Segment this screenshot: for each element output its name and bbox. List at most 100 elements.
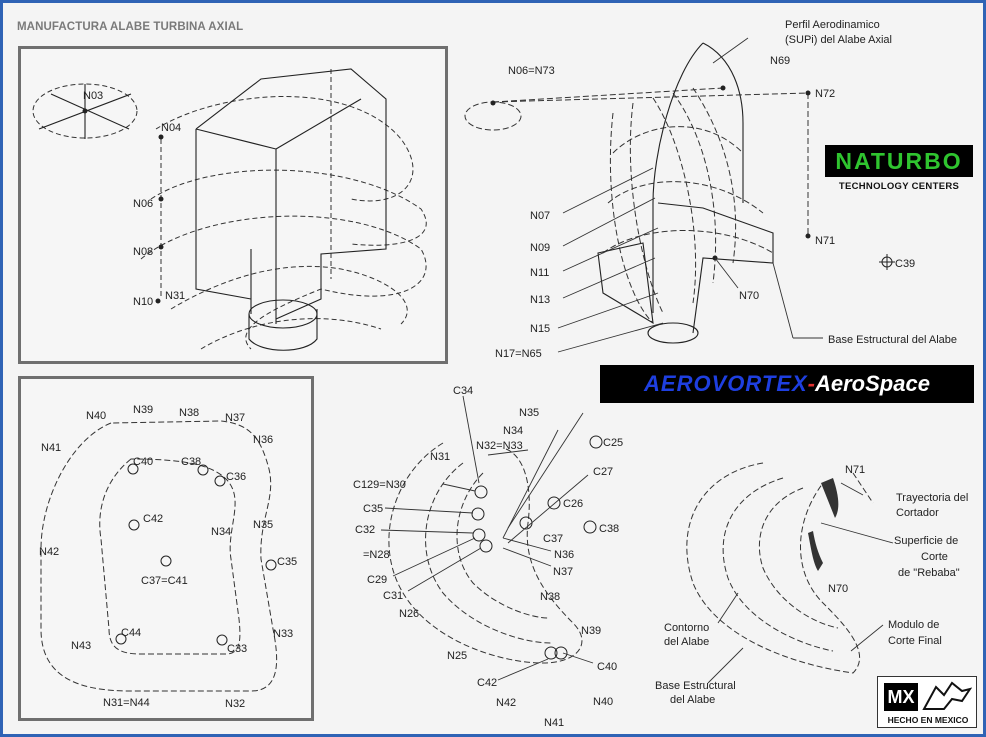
callout-perfil-line1: Perfil Aerodinamico: [785, 19, 880, 31]
cut-burr-top: [821, 478, 839, 518]
label-n39: N39: [133, 404, 153, 416]
toolpath-dashed: [388, 442, 583, 664]
aerovortex-aerospace-text: AeroSpace: [815, 371, 930, 396]
label-c33: C33: [227, 643, 247, 655]
label-n06-n73: N06=N73: [508, 65, 555, 77]
label-n42-tp: N42: [496, 697, 516, 709]
label-n71-cut: N71: [845, 464, 865, 476]
label-n72: N72: [815, 88, 835, 100]
label-c36: C36: [226, 471, 246, 483]
label-n26: N26: [399, 608, 419, 620]
cut-burr-bottom: [808, 531, 823, 571]
label-n32: N32: [225, 698, 245, 710]
label-n35: N35: [253, 519, 273, 531]
label-n08: N08: [133, 246, 153, 258]
iso2-solid: [597, 42, 774, 344]
label-n07: N07: [530, 210, 550, 222]
iso2-leaders: [557, 37, 823, 353]
label-c44: C44: [121, 627, 141, 639]
label-n37: N37: [225, 412, 245, 424]
label-c27: C27: [593, 466, 613, 478]
label-n09: N09: [530, 242, 550, 254]
label-n10: N10: [133, 296, 153, 308]
aerovortex-main-text: AEROVORTEX: [644, 371, 808, 396]
callout-base-2: del Alabe: [670, 694, 715, 706]
label-c37-c41: C37=C41: [141, 575, 188, 587]
label-n17-n65: N17=N65: [495, 348, 542, 360]
callout-superficie-3: de "Rebaba": [898, 567, 960, 579]
eagle-icon: [922, 681, 972, 710]
label-c42-tp: C42: [477, 677, 497, 689]
callout-trayectoria-1: Trayectoria del: [896, 492, 968, 504]
label-c37-tp: C37: [543, 533, 563, 545]
label-n25: N25: [447, 650, 467, 662]
label-c25: C25: [603, 437, 623, 449]
label-n38-tp: N38: [540, 591, 560, 603]
label-n03: N03: [83, 90, 103, 102]
label-n39-tp: N39: [581, 625, 601, 637]
callout-modulo-2: Corte Final: [888, 635, 942, 647]
label-c32: C32: [355, 524, 375, 536]
label-n33: N33: [273, 628, 293, 640]
label-c31: C31: [383, 590, 403, 602]
callout-base-1: Base Estructural: [655, 680, 736, 692]
label-c40-tp: C40: [597, 661, 617, 673]
label-n38: N38: [179, 407, 199, 419]
naturbo-subtitle: TECHNOLOGY CENTERS: [838, 181, 960, 192]
label-n13: N13: [530, 294, 550, 306]
aerovortex-logo: AEROVORTEX-AeroSpace: [600, 365, 974, 403]
label-n06: N06: [133, 198, 153, 210]
label-c35-tp: C35: [363, 503, 383, 515]
callout-superficie-2: Corte: [921, 551, 948, 563]
label-n34: N34: [211, 526, 231, 538]
toolpath-leaders: [380, 395, 594, 681]
aerovortex-dash: -: [807, 371, 815, 396]
label-n11: N11: [530, 267, 549, 279]
label-n71-iso: N71: [815, 235, 835, 247]
label-n36-tp: N36: [554, 549, 574, 561]
label-c38: C38: [181, 456, 201, 468]
label-n34-tp: N34: [503, 425, 523, 437]
label-c39: C39: [895, 258, 915, 270]
callout-perfil-line2: (SUPi) del Alabe Axial: [785, 34, 892, 46]
label-n42: N42: [39, 546, 59, 558]
label-n36: N36: [253, 434, 273, 446]
label-c38-tp: C38: [599, 523, 619, 535]
toolpath-circles: [471, 435, 603, 660]
label-n31-n44: N31=N44: [103, 697, 150, 709]
callout-contorno-1: Contorno: [664, 622, 709, 634]
page-title: MANUFACTURA ALABE TURBINA AXIAL: [17, 21, 244, 33]
label-n31-tp: N31: [430, 451, 450, 463]
plan-drawing: N40 N39 N38 N37 N36 N41 C40 C38 C36 C42 …: [39, 404, 297, 710]
label-n69: N69: [770, 55, 790, 67]
hecho-en-mexico-badge: MX HECHO EN MEXICO: [877, 676, 977, 728]
cut-leaders: [707, 482, 894, 684]
label-c26: C26: [563, 498, 583, 510]
label-n40-tp: N40: [593, 696, 613, 708]
label-n31: N31: [165, 290, 185, 302]
label-n32-n33: N32=N33: [476, 440, 523, 452]
naturbo-logo: NATURBO: [825, 145, 973, 177]
label-c34: C34: [453, 385, 473, 397]
isometric-drawing: N03 N04 N06 N08 N10 N31: [32, 68, 427, 351]
panel-plan-view: N40 N39 N38 N37 N36 N41 C40 C38 C36 C42 …: [18, 376, 314, 721]
mx-logo-text: MX: [884, 683, 918, 711]
callout-superficie-1: Superficie de: [894, 535, 958, 547]
callout-trayectoria-2: Cortador: [896, 507, 939, 519]
label-c29: C29: [367, 574, 387, 586]
label-n43: N43: [71, 640, 91, 652]
label-c129-n30: C129=N30: [353, 479, 406, 491]
label-n41-tp: N41: [544, 717, 564, 729]
iso2-dashed: [464, 87, 809, 324]
label-n41: N41: [41, 442, 61, 454]
label-n35-tp: N35: [519, 407, 539, 419]
callout-modulo-1: Modulo de: [888, 619, 939, 631]
label-n15: N15: [530, 323, 550, 335]
label-c40: C40: [133, 456, 153, 468]
panel-isometric-view: N03 N04 N06 N08 N10 N31: [18, 46, 448, 364]
label-n40: N40: [86, 410, 106, 422]
cut-dashed: [686, 462, 874, 674]
label-n70-iso: N70: [739, 290, 759, 302]
label-n28: =N28: [363, 549, 390, 561]
